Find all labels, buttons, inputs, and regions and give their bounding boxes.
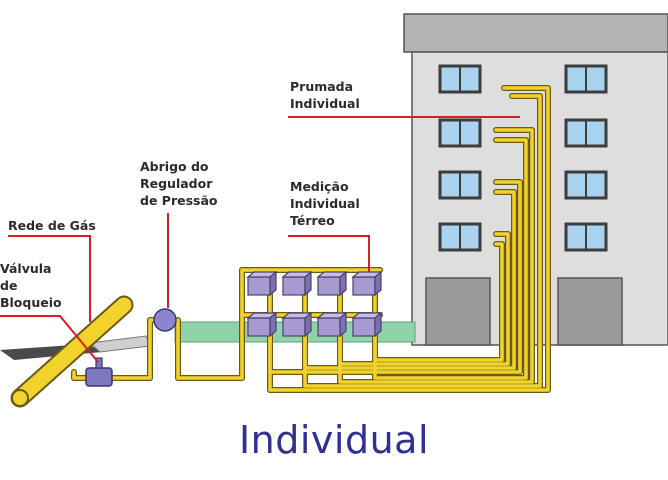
meter-box bbox=[351, 270, 383, 297]
meter-box bbox=[246, 270, 278, 297]
meter-boxes bbox=[246, 270, 383, 338]
gas-main-pipe bbox=[10, 295, 134, 408]
meter-box bbox=[316, 311, 348, 338]
label-prumada-individual: Prumada Individual bbox=[290, 79, 360, 111]
meter-box bbox=[246, 311, 278, 338]
diagram-caption: Individual bbox=[238, 418, 430, 462]
label-rede-de-gas: Rede de Gás bbox=[8, 218, 96, 233]
meter-box bbox=[316, 270, 348, 297]
label-medicao-individual: Medição Individual Térreo bbox=[290, 179, 360, 228]
garage-door-left bbox=[425, 277, 491, 346]
label-valvula-bloqueio: Válvula de Bloqueio bbox=[0, 261, 62, 310]
meter-box bbox=[281, 270, 313, 297]
callout-valvula bbox=[0, 315, 99, 363]
garage-door-right bbox=[557, 277, 623, 346]
meter-box bbox=[351, 311, 383, 338]
label-abrigo-regulador: Abrigo do Regulador de Pressão bbox=[140, 159, 218, 208]
building bbox=[403, 13, 668, 346]
callout-medicao bbox=[288, 235, 370, 272]
callout-rede bbox=[8, 235, 91, 322]
block-valve bbox=[85, 357, 113, 387]
callout-lines bbox=[0, 116, 520, 363]
pressure-regulator bbox=[153, 308, 177, 332]
meter-box bbox=[281, 311, 313, 338]
